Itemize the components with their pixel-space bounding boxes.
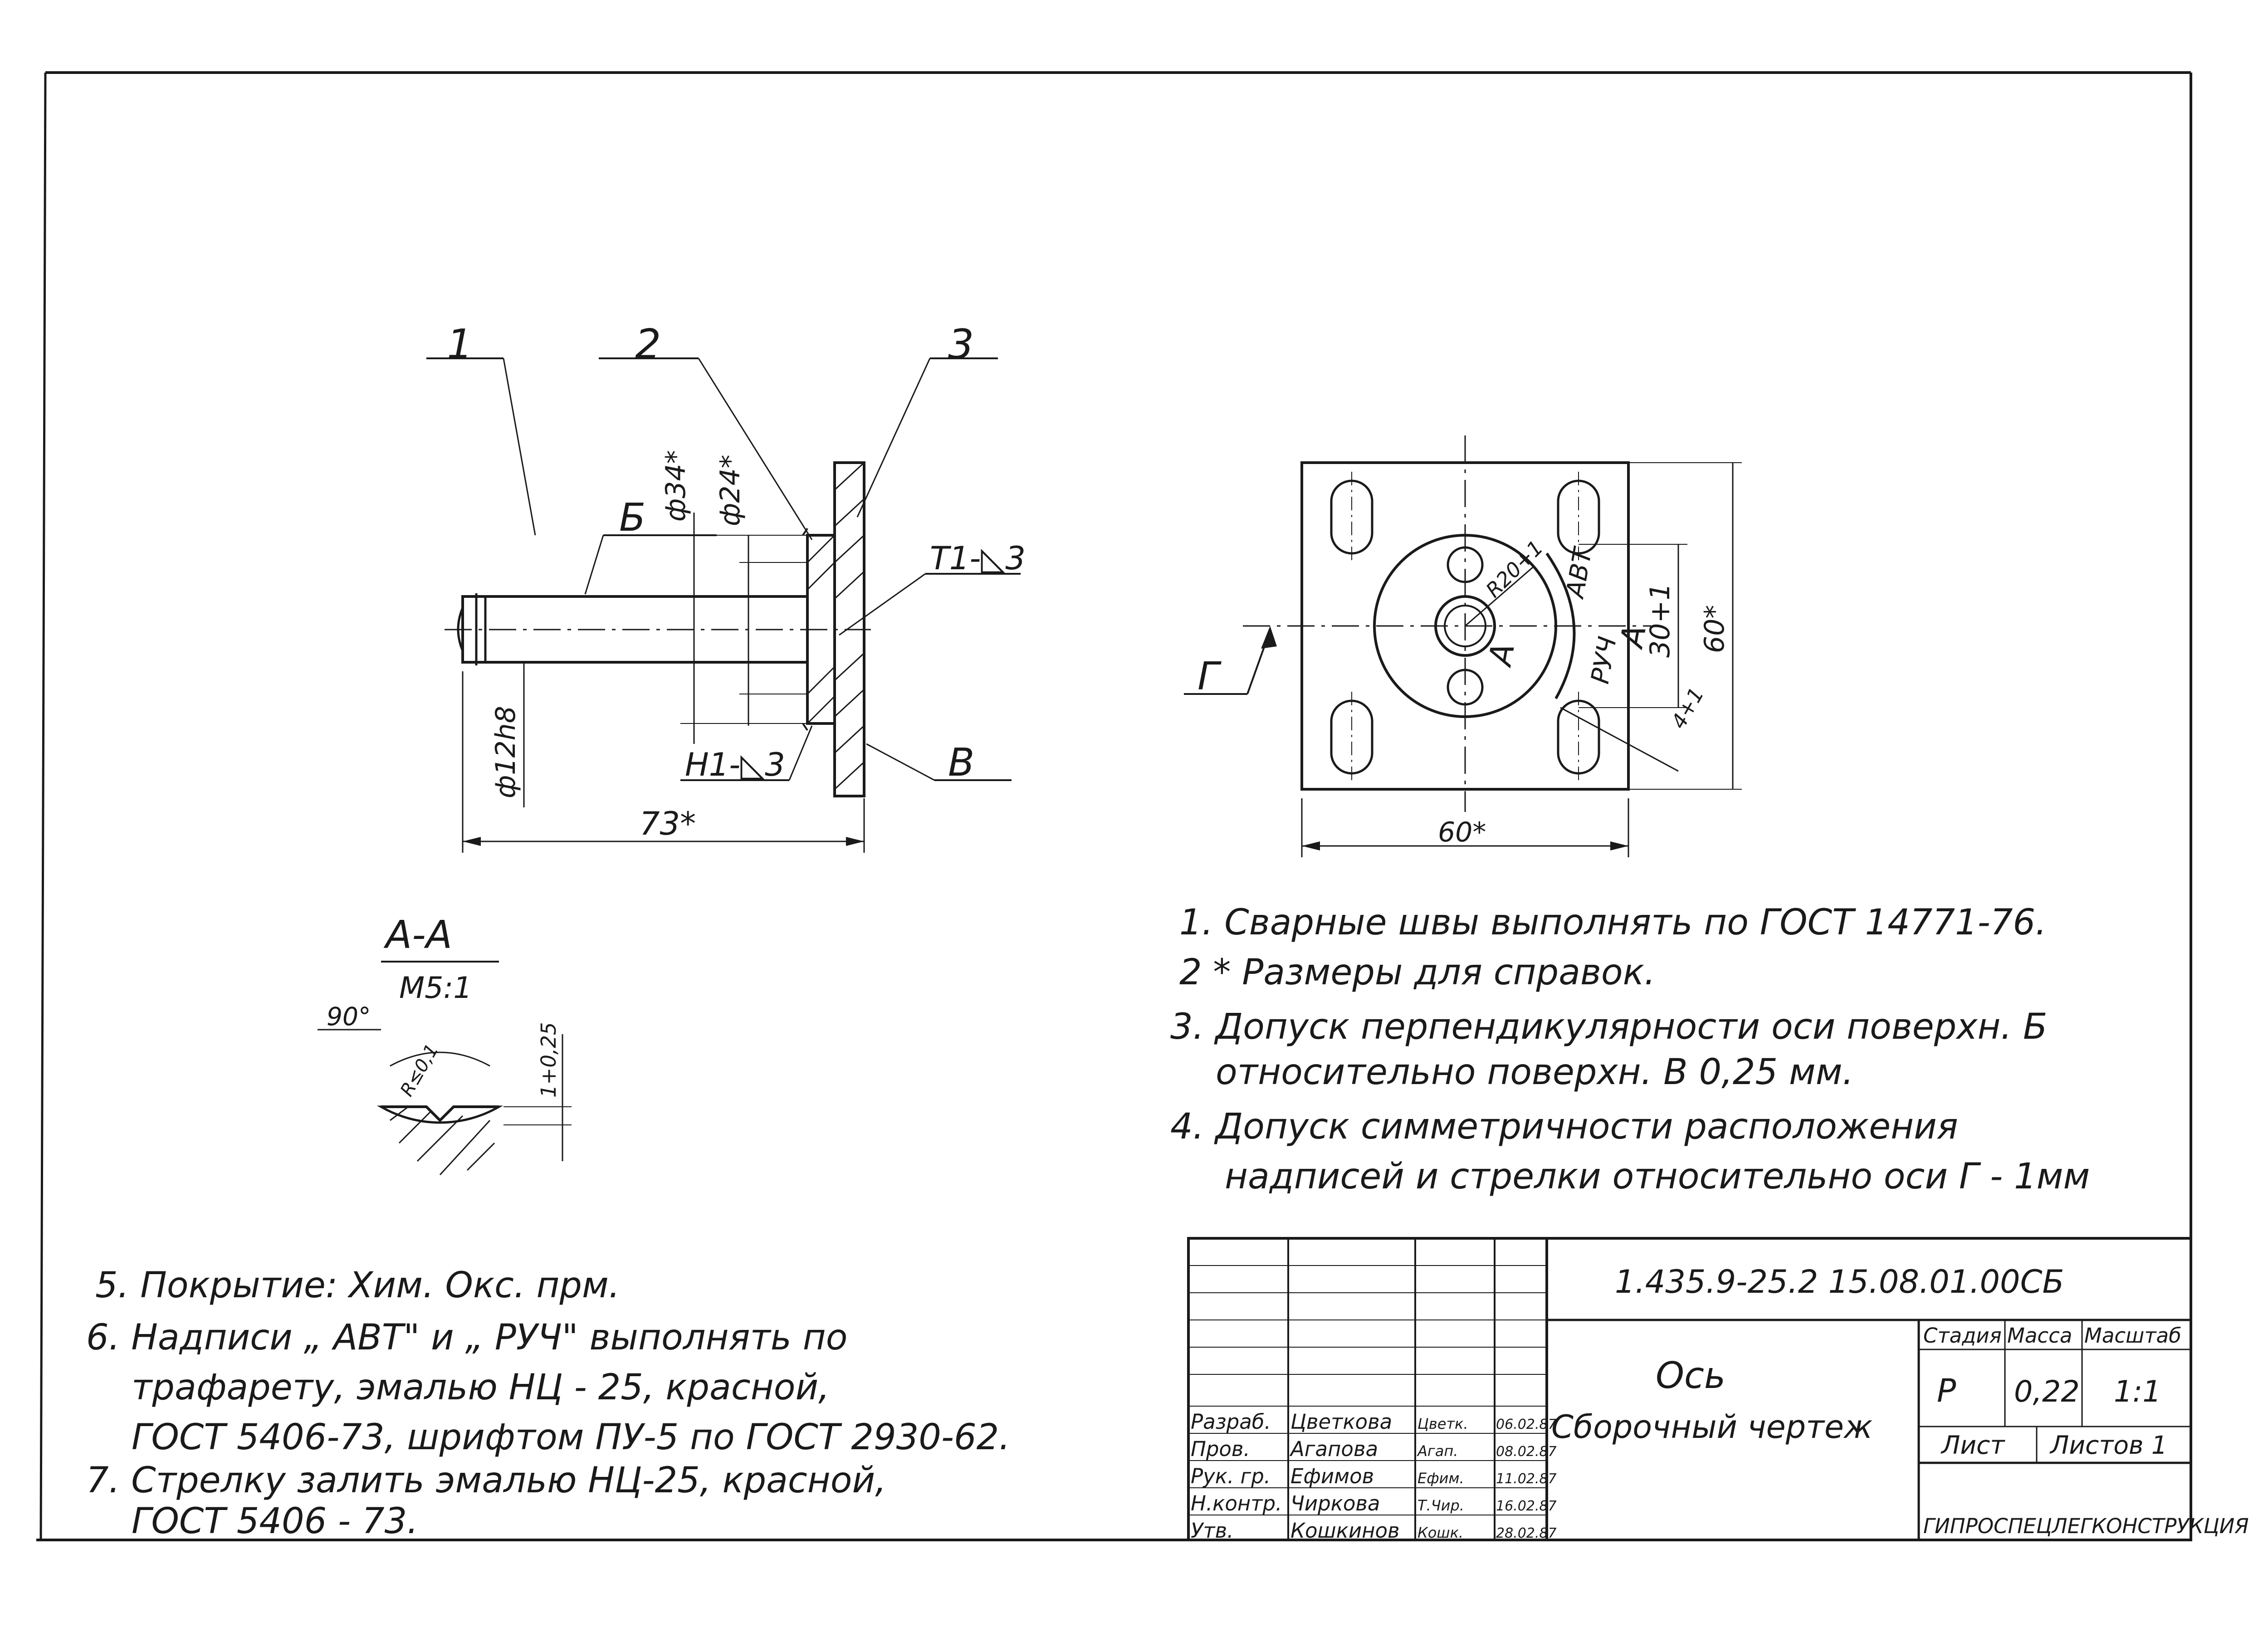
- stage-header: Стадия: [1923, 1324, 2002, 1348]
- signature-checker: Агап.: [1417, 1442, 1458, 1460]
- diameter-34-dim: ф34*: [660, 450, 692, 522]
- date-group-lead: 11.02.87: [1496, 1471, 1557, 1487]
- callout-1: 1: [447, 321, 473, 368]
- view-g-letter: Г: [1198, 654, 1222, 699]
- note-3-line2: относительно поверхн. В 0,25 мм.: [1216, 1052, 1853, 1093]
- technical-notes-lower: 5. Покрытие: Хим. Окс. прм. 6. Надписи „…: [86, 1265, 1010, 1542]
- date-checker: 08.02.87: [1496, 1444, 1557, 1460]
- section-angle: 90°: [327, 1002, 371, 1031]
- note-2: 2 * Размеры для справок.: [1179, 952, 1656, 993]
- date-norm-control: 16.02.87: [1496, 1498, 1557, 1514]
- weld-top-label: T1-◺3: [930, 540, 1026, 577]
- mass-value: 0,22: [2014, 1375, 2080, 1409]
- name-approver: Кошкинов: [1290, 1519, 1400, 1543]
- section-scale: М5:1: [399, 971, 472, 1005]
- organization-name: ГИПРОСПЕЦЛЕГКОНСТРУКЦИЯ: [1923, 1514, 2249, 1538]
- note-3-line1: 3. Допуск перпендикулярности оси поверхн…: [1170, 1007, 2048, 1047]
- axle-side-view: [426, 357, 1021, 853]
- surface-b-label: Б: [619, 495, 645, 540]
- dimension-30: 30+1: [1644, 583, 1676, 658]
- note-5: 5. Покрытие: Хим. Окс. прм.: [95, 1265, 620, 1306]
- dimension-60-horizontal: 60*: [1438, 816, 1486, 848]
- section-a-a-view: [318, 961, 572, 1176]
- callout-3: 3: [948, 321, 974, 368]
- plate-front-view: [1184, 435, 1742, 857]
- stage-value: Р: [1937, 1372, 1956, 1409]
- scale-header: Масштаб: [2084, 1324, 2181, 1348]
- role-checker: Пров.: [1191, 1437, 1250, 1461]
- label-avt: АВТ: [1560, 544, 1598, 601]
- note-1: 1. Сварные швы выполнять по ГОСТ 14771-7…: [1179, 902, 2047, 943]
- diameter-24-dim: ф24*: [714, 454, 746, 526]
- drawing-designation: 1.435.9-25.2 15.08.01.00СБ: [1615, 1263, 2064, 1300]
- signature-approver: Кошк.: [1418, 1524, 1463, 1541]
- diameter-12-dim: ф12h8: [490, 706, 522, 798]
- role-developer: Разраб.: [1191, 1410, 1271, 1434]
- note-7-line2: ГОСТ 5406 - 73.: [132, 1501, 418, 1542]
- sheet-label: Лист: [1941, 1431, 2005, 1460]
- surface-v-label: В: [948, 740, 974, 785]
- mass-header: Масса: [2007, 1324, 2072, 1348]
- name-group-lead: Ефимов: [1290, 1464, 1374, 1488]
- date-developer: 06.02.87: [1496, 1417, 1557, 1432]
- technical-notes-upper: 1. Сварные швы выполнять по ГОСТ 14771-7…: [1170, 902, 2090, 1197]
- sheets-label: Листов 1: [2049, 1431, 2167, 1460]
- note-4-line2: надписей и стрелки относительно оси Г - …: [1225, 1156, 2090, 1197]
- note-4-line1: 4. Допуск симметричности расположения: [1170, 1106, 1958, 1147]
- note-6-line3: ГОСТ 5406-73, шрифтом ПУ-5 по ГОСТ 2930-…: [132, 1417, 1010, 1458]
- section-title: А-А: [383, 913, 452, 958]
- drawing-type: Сборочный чертеж: [1551, 1408, 1872, 1446]
- note-6-line1: 6. Надписи „ АВТ" и „ РУЧ" выполнять по: [86, 1317, 847, 1358]
- signature-norm-control: Т.Чир.: [1418, 1497, 1464, 1514]
- role-group-lead: Рук. гр.: [1191, 1464, 1271, 1488]
- dimension-60-vertical: 60*: [1699, 605, 1730, 653]
- role-approver: Утв.: [1191, 1519, 1233, 1543]
- name-checker: Агапова: [1289, 1437, 1378, 1461]
- length-dimension: 73*: [640, 805, 696, 842]
- radius-dimension: R20+1: [1481, 536, 1548, 602]
- signature-group-lead: Ефим.: [1418, 1470, 1464, 1487]
- title-block: [1187, 1237, 2192, 1541]
- dimension-4: 4+1: [1667, 684, 1709, 733]
- weld-bottom-label: H1-◺3: [685, 746, 785, 783]
- date-approver: 28.02.87: [1496, 1525, 1557, 1541]
- name-norm-control: Чиркова: [1290, 1491, 1380, 1515]
- scale-value: 1:1: [2114, 1375, 2161, 1409]
- section-radius: R≤0,1: [396, 1041, 443, 1100]
- part-name: Ось: [1656, 1354, 1725, 1397]
- section-depth: 1+0,25: [537, 1022, 561, 1098]
- role-norm-control: Н.контр.: [1191, 1491, 1282, 1515]
- signature-developer: Цветк.: [1418, 1415, 1468, 1432]
- note-7-line1: 7. Стрелку залить эмалью НЦ-25, красной,: [86, 1460, 886, 1501]
- note-6-line2: трафарету, эмалью НЦ - 25, красной,: [132, 1367, 830, 1408]
- callout-2: 2: [635, 321, 661, 368]
- section-mark-a: А: [1481, 640, 1522, 670]
- name-developer: Цветкова: [1290, 1410, 1392, 1434]
